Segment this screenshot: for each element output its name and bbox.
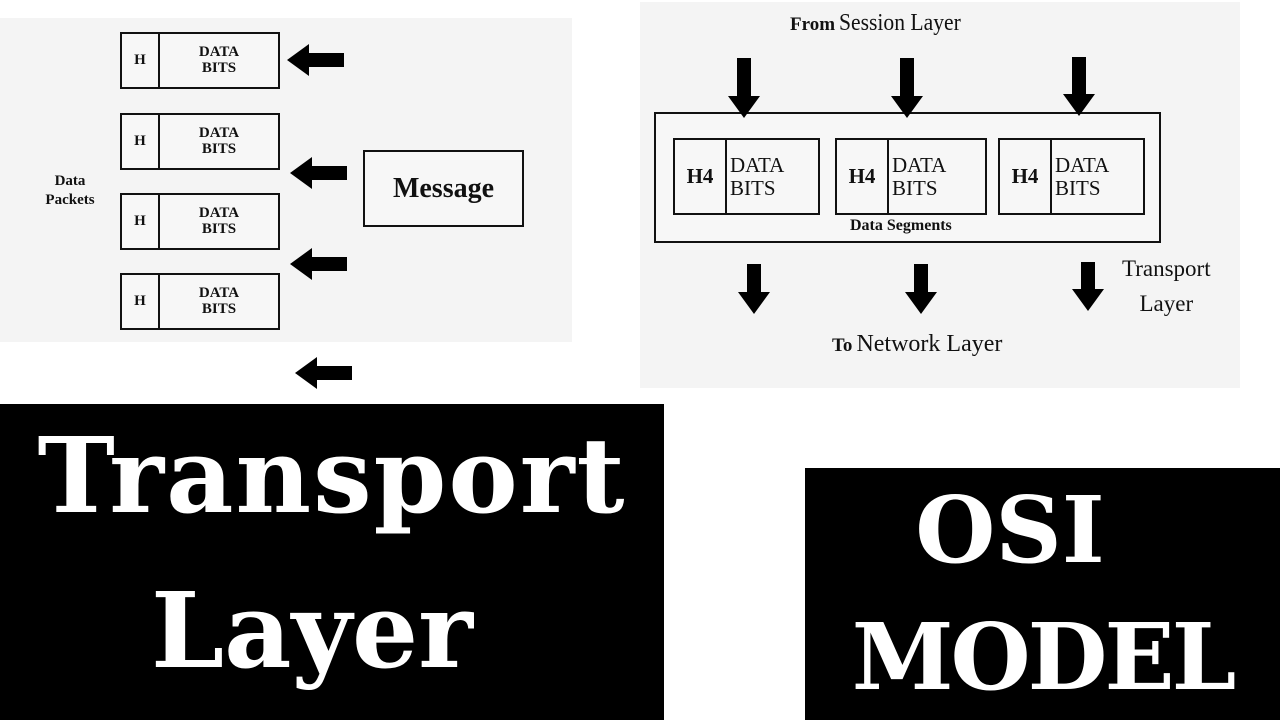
segment-header: H4 bbox=[837, 140, 889, 213]
data-packets-label: Data Packets bbox=[45, 173, 95, 208]
arrow-down-icon bbox=[728, 58, 760, 118]
title-transport-layer: Transport Layer bbox=[0, 404, 664, 720]
title-osi-model: OSI MODEL bbox=[805, 468, 1280, 720]
arrow-left-icon bbox=[290, 248, 347, 280]
title-line-2: MODEL bbox=[851, 603, 1237, 711]
data-packet: H DATA BITS bbox=[120, 32, 280, 89]
packet-header: H bbox=[122, 34, 160, 87]
segment-header: H4 bbox=[675, 140, 727, 213]
message-box: Message bbox=[363, 150, 524, 227]
arrow-left-icon bbox=[290, 157, 347, 189]
arrow-down-icon bbox=[1072, 262, 1104, 311]
data-packet: H DATA BITS bbox=[120, 113, 280, 170]
packet-header: H bbox=[122, 275, 160, 328]
packet-data: DATA BITS bbox=[198, 43, 240, 76]
packet-data: DATA BITS bbox=[198, 284, 240, 317]
data-segments-label: Data Segments bbox=[850, 217, 952, 234]
segment-data: DATA BITS bbox=[892, 153, 947, 200]
arrow-left-icon bbox=[295, 357, 352, 389]
title-line-1: Transport bbox=[37, 414, 627, 537]
title-line-1: OSI bbox=[915, 476, 1105, 584]
transport-layer-label: Transport Layer bbox=[1122, 256, 1211, 316]
arrow-down-icon bbox=[891, 58, 923, 118]
packet-header: H bbox=[122, 115, 160, 168]
data-segment: H4 DATA BITS bbox=[998, 138, 1145, 215]
arrow-down-icon bbox=[738, 264, 770, 314]
from-session-layer-label: From Session Layer bbox=[790, 10, 961, 36]
segment-data: DATA BITS bbox=[730, 153, 785, 200]
arrow-down-icon bbox=[905, 264, 937, 314]
arrow-left-icon bbox=[287, 44, 344, 76]
arrows-layer bbox=[287, 44, 1104, 389]
title-line-2: Layer bbox=[151, 569, 473, 692]
arrow-down-icon bbox=[1063, 57, 1095, 116]
segment-header: H4 bbox=[1000, 140, 1052, 213]
packet-header: H bbox=[122, 195, 160, 248]
data-packet: H DATA BITS bbox=[120, 273, 280, 330]
data-segment: H4 DATA BITS bbox=[835, 138, 987, 215]
packet-data: DATA BITS bbox=[198, 124, 240, 157]
data-packet: H DATA BITS bbox=[120, 193, 280, 250]
segment-data: DATA BITS bbox=[1055, 153, 1110, 200]
to-network-layer-label: To Network Layer bbox=[832, 331, 1003, 357]
packet-data: DATA BITS bbox=[198, 204, 240, 237]
data-segment: H4 DATA BITS bbox=[673, 138, 820, 215]
